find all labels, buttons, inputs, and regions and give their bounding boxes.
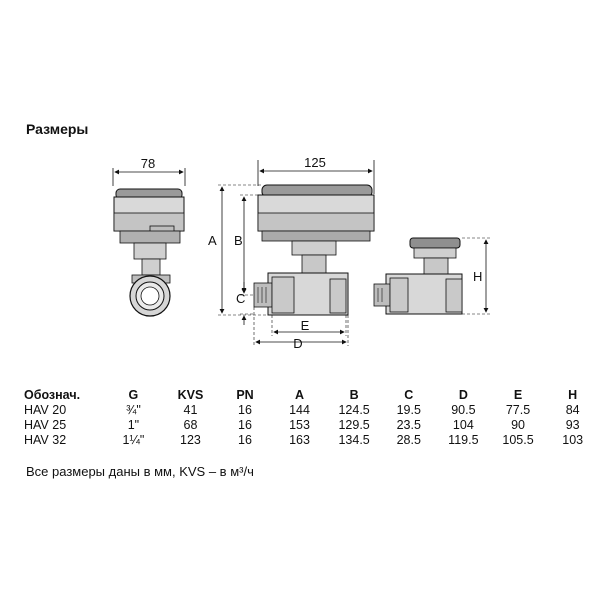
table-cell: 134.5 — [338, 433, 370, 447]
table-cell: 28.5 — [396, 433, 421, 447]
table-cell: HAV 32 — [24, 433, 67, 447]
table-row: HAV 20 ¾" 41 16 144 124.5 19.5 90.5 77.5… — [24, 403, 600, 418]
table-cell: 124.5 — [338, 403, 370, 417]
dim-A: A — [208, 233, 217, 248]
table-cell: 16 — [238, 403, 252, 417]
table-cell: HAV 25 — [24, 418, 67, 432]
valve-body-view — [373, 237, 463, 315]
table-cell: 129.5 — [338, 418, 370, 432]
table-cell: 123 — [180, 433, 201, 447]
table-cell: HAV 20 — [24, 403, 67, 417]
dim-B: B — [234, 233, 243, 248]
table-cell: 90 — [511, 418, 525, 432]
table-cell: 105.5 — [502, 433, 534, 447]
table-cell: 16 — [238, 418, 252, 432]
dim-width-small: 78 — [141, 156, 155, 171]
table-header-cell: H — [568, 387, 578, 402]
table-cell: 144 — [289, 403, 310, 417]
table-header-cell: E — [513, 387, 523, 402]
table-header-cell: PN — [236, 387, 254, 402]
table-cell: 84 — [565, 403, 580, 417]
table-header-cell: A — [295, 387, 305, 402]
table-header-cell: KVS — [177, 387, 204, 402]
table-header-cell: D — [458, 387, 468, 402]
table-header-cell: G — [128, 387, 139, 402]
table-cell: 16 — [238, 433, 252, 447]
table-cell: 19.5 — [396, 403, 421, 417]
dimension-drawing: 78 125 A B C E D — [112, 155, 490, 351]
valve-front-view — [253, 184, 375, 316]
table-cell: 119.5 — [448, 433, 479, 447]
table-row: HAV 25 1" 68 16 153 129.5 23.5 104 90 93 — [24, 418, 600, 433]
table-cell: 41 — [183, 403, 198, 417]
dim-D: D — [293, 336, 302, 351]
dimensions-table: Обознач. G KVS PN A B C D E H HAV 20 ¾" … — [24, 386, 600, 448]
dim-H: H — [473, 269, 482, 284]
table-cell: 103 — [562, 433, 584, 447]
table-cell: 163 — [289, 433, 310, 447]
table-cell: 1¼" — [122, 433, 145, 447]
table-header-cell: B — [349, 387, 359, 402]
table-cell: 1" — [127, 418, 140, 432]
table-row: HAV 32 1¼" 123 16 163 134.5 28.5 119.5 1… — [24, 433, 600, 448]
table-cell: 153 — [289, 418, 310, 432]
section-title: Размеры — [26, 121, 89, 137]
dim-width-large: 125 — [304, 155, 326, 170]
table-cell: 104 — [452, 418, 474, 432]
table-cell: 77.5 — [505, 403, 531, 417]
table-cell: 93 — [565, 418, 580, 432]
dim-E: E — [301, 318, 310, 333]
valve-side-view — [113, 188, 185, 317]
footnote: Все размеры даны в мм, KVS – в м³/ч — [26, 464, 254, 479]
table-cell: 90.5 — [451, 403, 476, 417]
dim-C: C — [236, 291, 245, 306]
table-cell: ¾" — [125, 403, 141, 417]
table-cell: 68 — [183, 418, 198, 432]
table-header-cell: Обознач. — [24, 387, 81, 402]
table-header-cell: C — [404, 387, 414, 402]
table-cell: 23.5 — [396, 418, 421, 432]
table-header-row: Обознач. G KVS PN A B C D E H — [24, 386, 600, 403]
